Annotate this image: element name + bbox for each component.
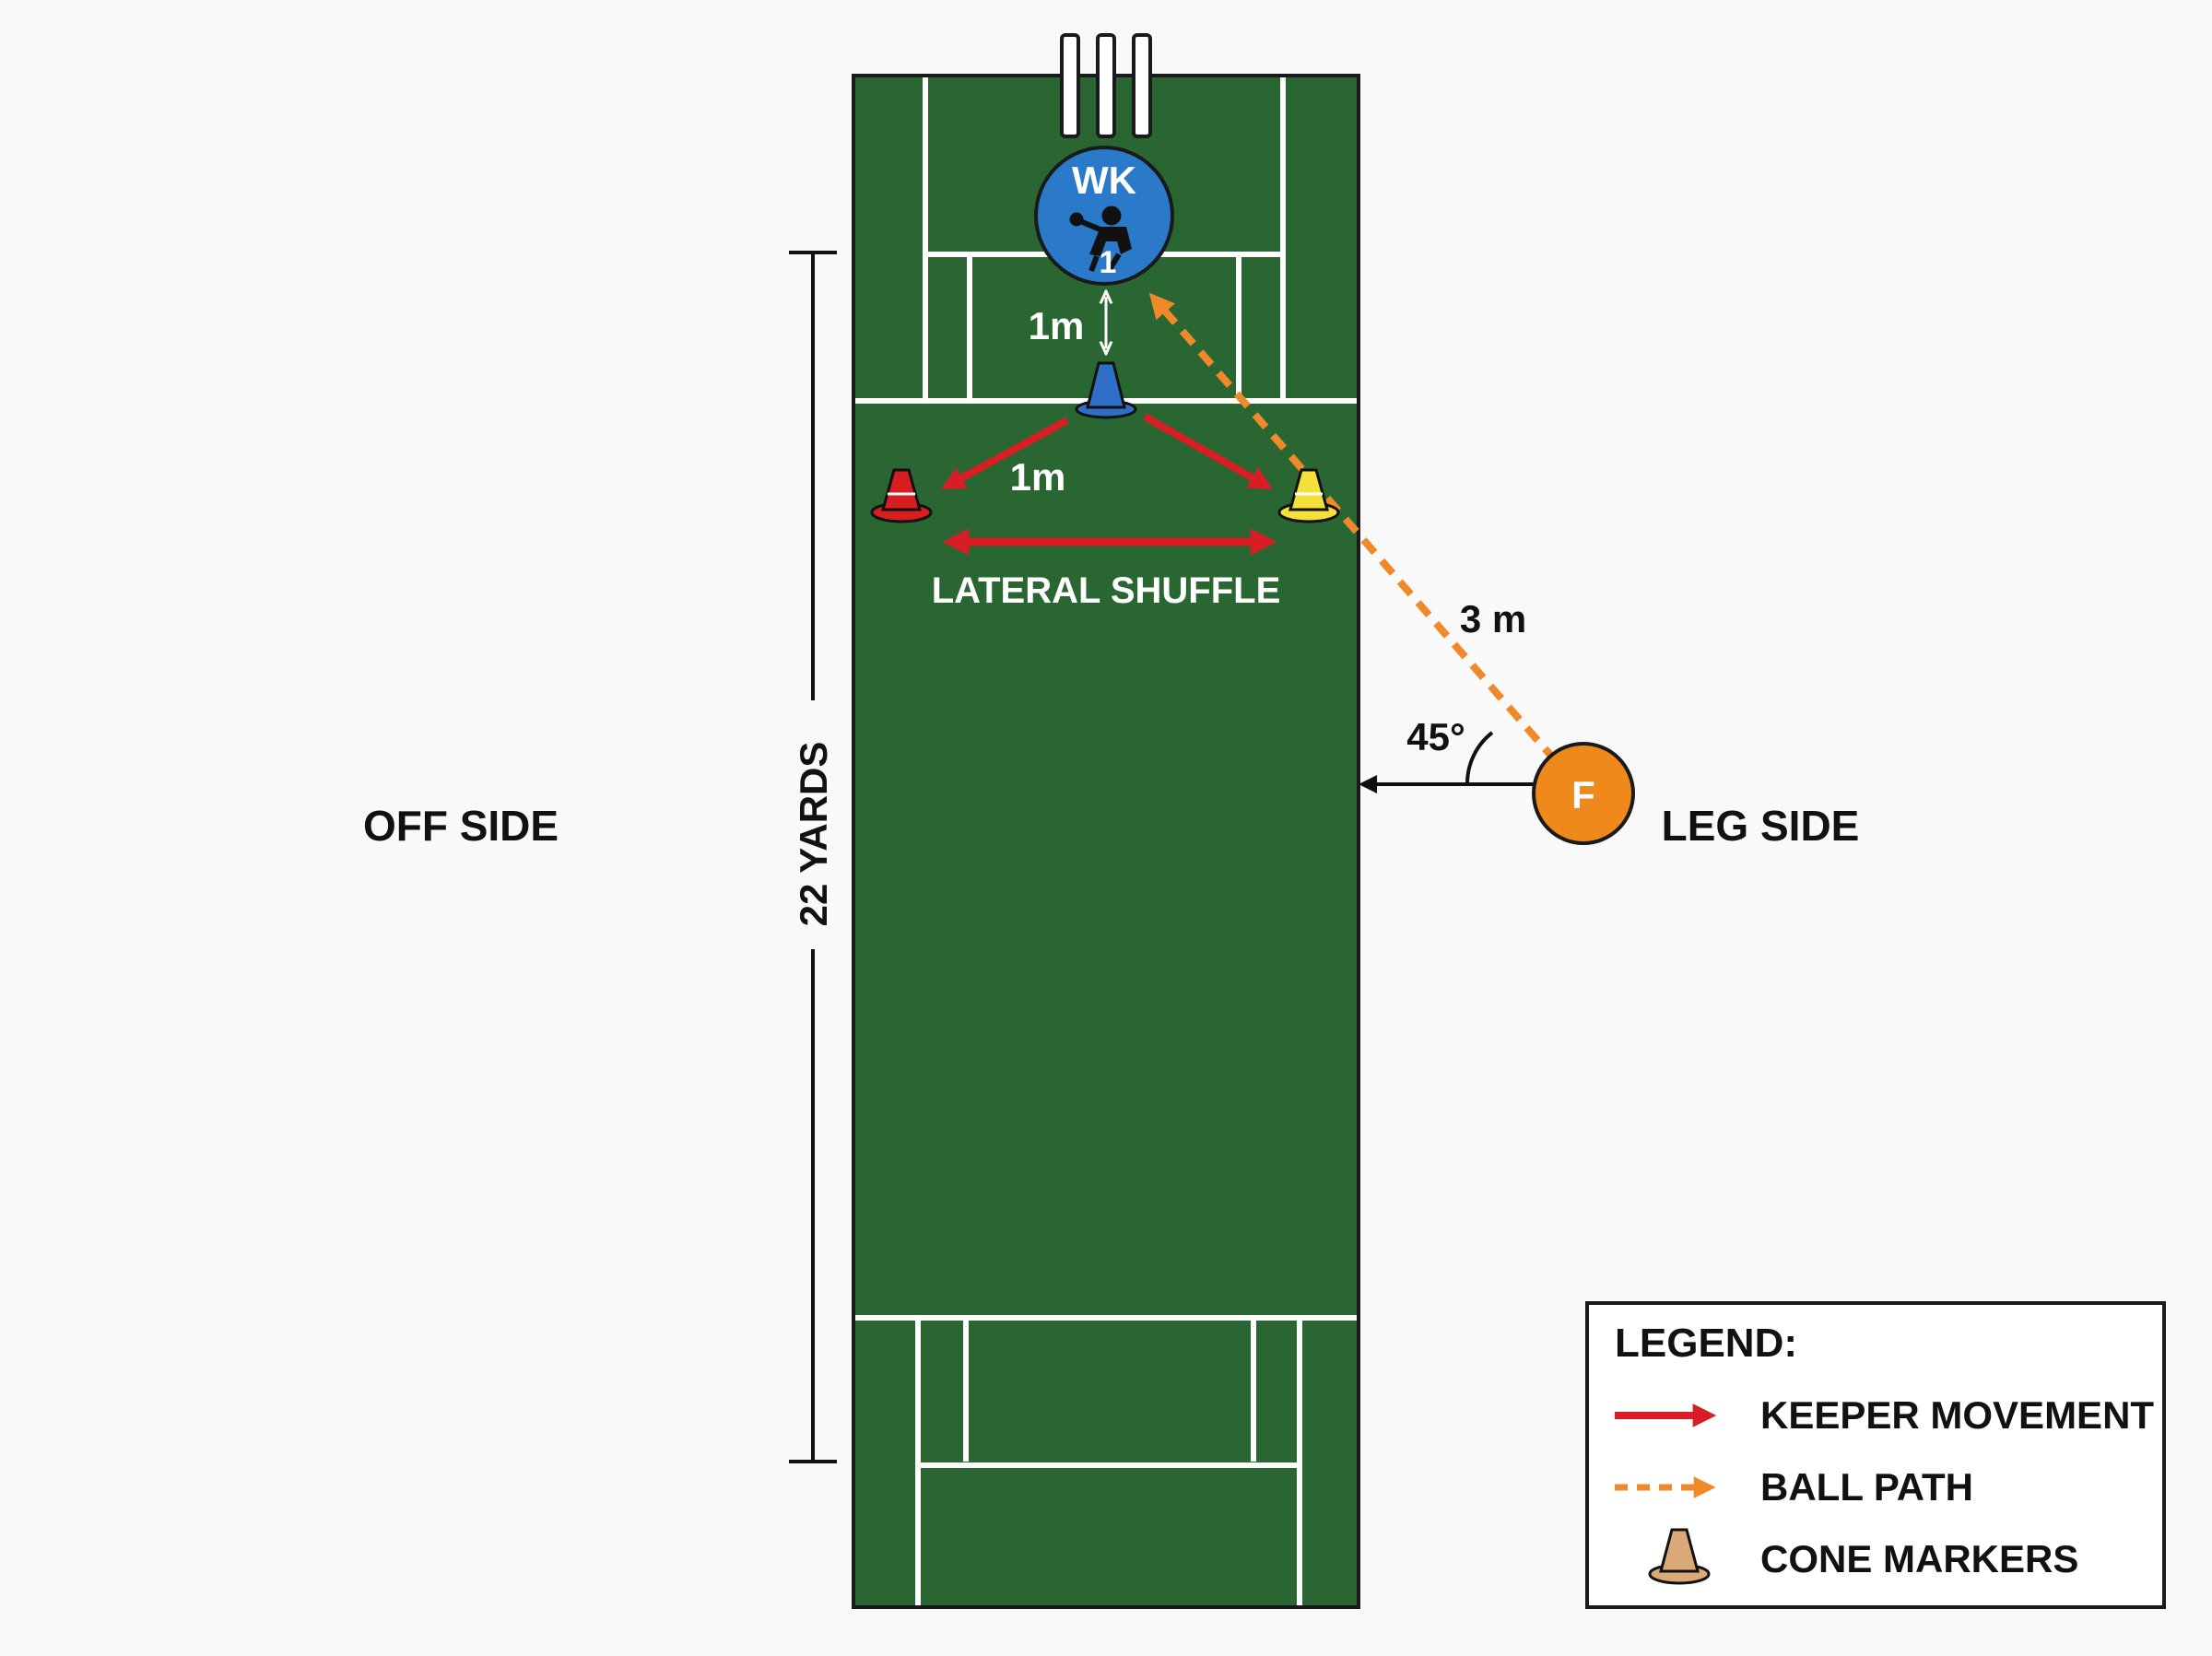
keeper-gap-label: 1m [1029,304,1085,347]
leg-side-label: LEG SIDE [1662,802,1860,850]
yellow-cone [1277,468,1340,523]
keeper-move-left-arrow [941,417,1069,489]
legend-item-keeper-movement: KEEPER MOVEMENT [1760,1393,2154,1437]
legend-item-cone-markers: CONE MARKERS [1760,1537,2078,1580]
feeder-label: F [1571,773,1595,816]
cone-gap-label: 1m [1010,455,1066,499]
angle-label: 45° [1406,715,1465,758]
stumps [1060,33,1152,138]
cone-icon [1648,1528,1711,1585]
wicket-keeper: WK 1 [1034,146,1174,286]
ball-path-arrow [1148,292,1559,764]
keeper-badge-label: WK [1072,159,1136,202]
blue-cone [1075,361,1137,419]
angle-indicator: 45° [1359,715,1534,793]
feeder-marker: F [1532,742,1635,845]
red-cone [870,468,933,523]
keeper-figure-icon [1069,206,1132,273]
legend-item-ball-path: BALL PATH [1760,1465,1973,1509]
lateral-shuffle-label: LATERAL SHUFFLE [932,570,1281,611]
legend: LEGEND: KEEPER MOVEMENT BALL PATH CONE M… [1585,1301,2166,1609]
pitch-length-dimension [789,251,837,1463]
off-side-label: OFF SIDE [363,802,559,850]
pitch-length-label: 22 YARDS [792,742,835,927]
keeper-number-label: 1 [1100,245,1117,280]
legend-title: LEGEND: [1615,1321,1797,1366]
keeper-move-right-arrow [1143,413,1273,490]
feeder-distance-label: 3 m [1460,597,1526,640]
